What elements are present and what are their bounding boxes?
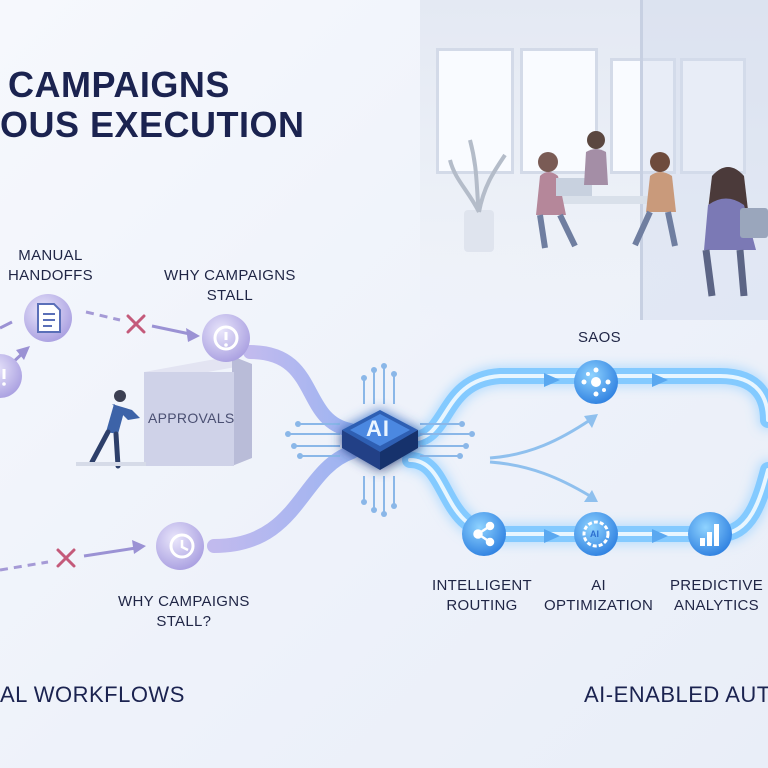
why-campaigns-stall-label: WHY CAMPAIGNS STALL	[164, 267, 296, 304]
predictive-analytics-label: PREDICTIVE ANALYTICS	[670, 577, 764, 614]
office-window	[436, 48, 514, 174]
saos-label: SAOS	[578, 329, 621, 346]
person-icon	[584, 131, 608, 185]
stall-clock-node	[156, 522, 204, 570]
routing-icon	[473, 521, 495, 547]
x-mark-icon	[126, 314, 146, 334]
ai-chip-label: AI	[366, 416, 390, 441]
intelligent-routing-label: INTELLIGENT ROUTING	[432, 577, 532, 614]
ai-chip	[342, 410, 418, 470]
ai-optimization-badge: AI	[590, 529, 599, 539]
page-title-line1: CAMPAIGNS	[8, 64, 230, 105]
stall-connector	[0, 540, 146, 572]
flow-arrows	[544, 373, 668, 543]
manual-workflows-heading: AL WORKFLOWS	[0, 682, 185, 707]
x-mark-icon	[56, 548, 76, 568]
handoff-connector	[0, 310, 200, 367]
person-icon	[702, 167, 768, 297]
person-icon	[632, 152, 678, 247]
alert-icon	[2, 369, 6, 386]
network-icon	[581, 367, 611, 397]
office-window	[680, 58, 746, 174]
approvals-label: APPROVALS	[148, 410, 235, 426]
document-icon	[37, 303, 61, 333]
ai-enabled-heading: AI-ENABLED AUT	[584, 682, 768, 707]
ai-optimization-label: AI OPTIMIZATION	[544, 577, 654, 614]
alert-icon	[213, 325, 239, 351]
bar-chart-icon	[700, 524, 719, 546]
left-alert-node	[0, 354, 22, 398]
circuit-traces	[290, 368, 470, 512]
person-pushing-icon	[76, 390, 146, 469]
approvals-box	[144, 356, 252, 466]
office-background	[420, 0, 768, 330]
routing-node	[462, 512, 506, 556]
optimization-node	[574, 512, 618, 556]
person-icon	[536, 152, 592, 249]
office-window	[520, 48, 598, 174]
page-title-line2: OUS EXECUTION	[0, 104, 305, 145]
clock-icon	[169, 533, 195, 559]
manual-handoffs-label: MANUAL HANDOFFS	[8, 247, 93, 284]
gear-ai-icon	[582, 520, 610, 548]
why-campaigns-stall-question-label: WHY CAMPAIGNS STALL?	[118, 593, 250, 630]
plant-icon	[448, 139, 507, 252]
